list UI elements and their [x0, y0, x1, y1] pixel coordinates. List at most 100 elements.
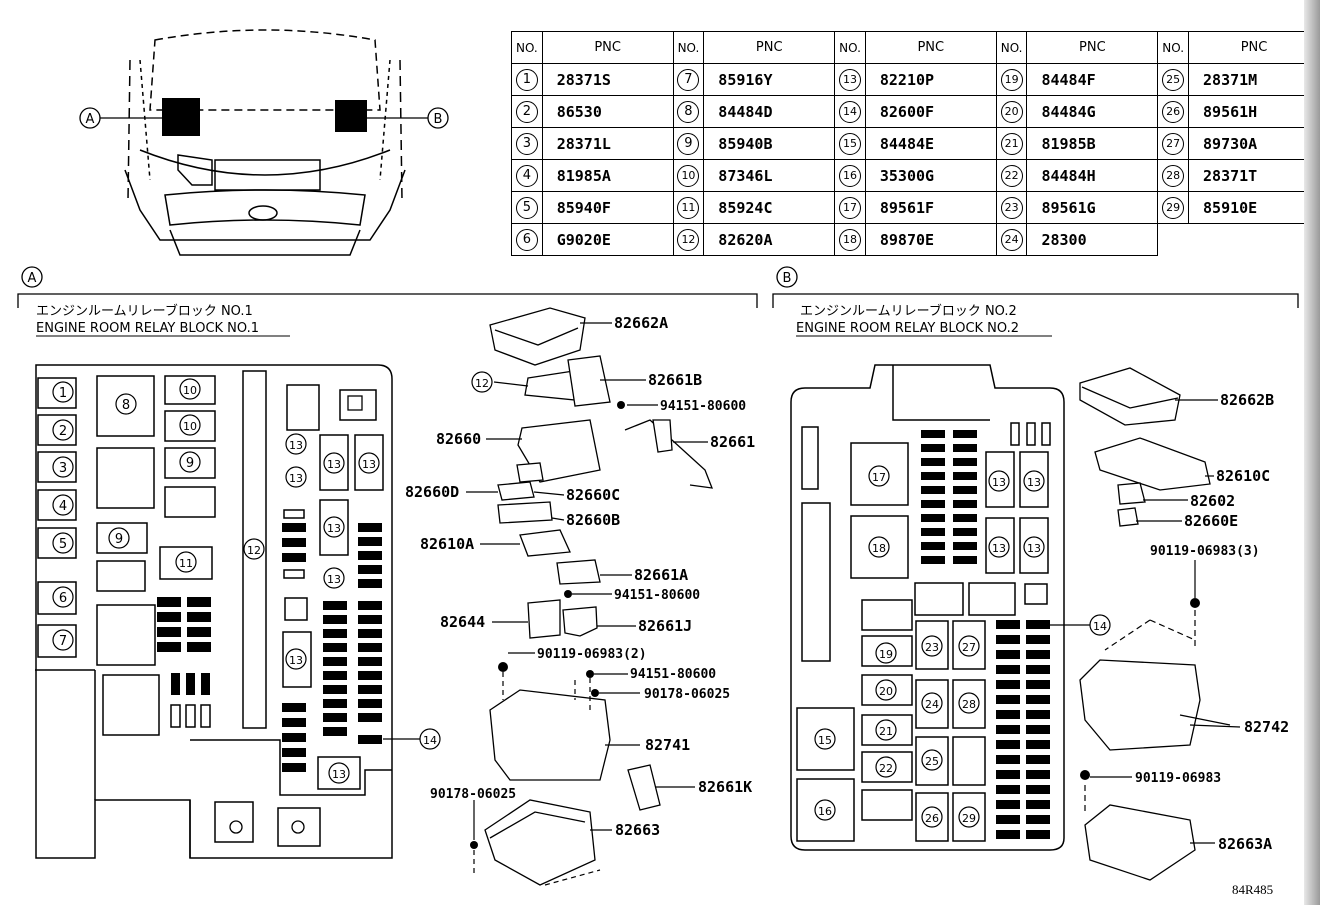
svg-text:9: 9 — [115, 532, 123, 547]
pnc-cell: 85924C — [703, 191, 836, 224]
item-number: 3 — [515, 132, 538, 155]
relay-block-1-layout — [35, 364, 393, 859]
relay-block-b-location — [335, 100, 367, 132]
pnc-cell: 89561G — [1026, 191, 1159, 224]
svg-text:82662B: 82662B — [1220, 391, 1274, 409]
item-number: 13 — [839, 68, 862, 91]
svg-text:3: 3 — [59, 461, 67, 476]
part-number-cell: 21 — [995, 127, 1028, 160]
pnc-cell: 84484H — [1026, 159, 1159, 192]
part-number-cell: 24 — [995, 223, 1028, 256]
svg-text:94151-80600: 94151-80600 — [614, 588, 700, 603]
svg-text:13: 13 — [992, 476, 1006, 489]
svg-text:13: 13 — [327, 573, 341, 586]
section-b-title-jp: エンジンルームリレーブロック NO.2 — [800, 303, 1017, 319]
svg-text:14: 14 — [423, 734, 437, 747]
item-number: 10 — [677, 164, 700, 187]
block-1-leader-lines — [466, 322, 708, 886]
svg-text:9: 9 — [186, 456, 194, 471]
item-number: 28 — [1162, 164, 1185, 187]
part-number-cell: 25 — [1157, 63, 1190, 96]
part-number-cell: 1 — [511, 63, 543, 96]
svg-text:19: 19 — [879, 648, 893, 661]
part-number-cell: 10 — [672, 159, 705, 192]
svg-text:8: 8 — [122, 398, 130, 413]
item-number: 29 — [1162, 196, 1185, 219]
pnc-cell: 84484F — [1026, 63, 1159, 96]
svg-text:27: 27 — [962, 641, 976, 654]
svg-text:82663: 82663 — [615, 821, 660, 839]
section-b-marker: B — [783, 271, 792, 286]
svg-text:10: 10 — [183, 420, 197, 433]
header-pnc: PNC — [703, 31, 836, 64]
pnc-cell: 84484E — [864, 127, 997, 160]
item-number: 1 — [515, 68, 538, 91]
svg-text:13: 13 — [1027, 542, 1041, 555]
part-number-cell: 26 — [1157, 95, 1190, 128]
part-number-cell: 3 — [511, 127, 543, 160]
part-number-cell: 11 — [672, 191, 705, 224]
part-number-cell: 8 — [672, 95, 705, 128]
item-number: 25 — [1162, 68, 1185, 91]
svg-text:26: 26 — [925, 812, 939, 825]
svg-text:82660B: 82660B — [566, 511, 620, 529]
svg-text:5: 5 — [59, 537, 67, 552]
part-number-cell: 22 — [995, 159, 1028, 192]
svg-text:82644: 82644 — [440, 613, 485, 631]
svg-text:28: 28 — [962, 698, 976, 711]
svg-text:13: 13 — [289, 472, 303, 485]
pnc-cell: 35300G — [864, 159, 997, 192]
pnc-cell: 89730A — [1188, 127, 1320, 160]
header-no: NO. — [995, 31, 1028, 64]
pnc-cell: 81985B — [1026, 127, 1159, 160]
part-number-cell: 29 — [1157, 191, 1190, 224]
item-number: 5 — [515, 196, 538, 219]
svg-text:90119-06983(3): 90119-06983(3) — [1150, 544, 1260, 559]
part-number-cell: 4 — [511, 159, 543, 192]
item-number: 12 — [677, 228, 700, 251]
section-b-title-en: ENGINE ROOM RELAY BLOCK NO.2 — [796, 321, 1019, 336]
drawing-code: 84R485 — [1232, 882, 1274, 897]
svg-text:21: 21 — [879, 725, 893, 738]
svg-text:82660E: 82660E — [1184, 512, 1238, 530]
svg-text:82661B: 82661B — [648, 371, 702, 389]
pnc-cell: 86530 — [541, 95, 674, 128]
item-number: 4 — [515, 164, 538, 187]
part-number-cell: 27 — [1157, 127, 1190, 160]
part-number-cell: 16 — [834, 159, 866, 192]
part-number-cell: 15 — [834, 127, 866, 160]
svg-text:82602: 82602 — [1190, 492, 1235, 510]
pnc-cell: 28300 — [1026, 223, 1159, 256]
header-pnc: PNC — [1188, 31, 1320, 64]
svg-text:7: 7 — [59, 634, 67, 649]
part-number-cell: 7 — [672, 63, 705, 96]
item-number: 22 — [1000, 164, 1023, 187]
relay-block-2-layout — [790, 364, 1065, 851]
part-number-cell: 28 — [1157, 159, 1190, 192]
item-number: 19 — [1000, 68, 1023, 91]
header-no: NO. — [834, 31, 866, 64]
svg-text:11: 11 — [179, 557, 193, 570]
svg-text:12: 12 — [247, 544, 261, 557]
relay-block-1-sockets — [229, 395, 363, 834]
block-1-exploded-parts — [484, 307, 714, 886]
pnc-cell: G9020E — [541, 223, 674, 256]
svg-text:1: 1 — [59, 386, 67, 401]
pnc-cell: 28371L — [541, 127, 674, 160]
svg-text:94151-80600: 94151-80600 — [630, 667, 716, 682]
block-2-exploded-parts — [1079, 367, 1231, 881]
svg-text:82660C: 82660C — [566, 486, 620, 504]
svg-text:13: 13 — [289, 439, 303, 452]
block-2-leader-lines — [1084, 399, 1241, 844]
svg-text:23: 23 — [925, 641, 939, 654]
pnc-cell: 28371T — [1188, 159, 1320, 192]
svg-text:90178-06025: 90178-06025 — [644, 687, 730, 702]
svg-text:90119-06983(2): 90119-06983(2) — [537, 647, 647, 662]
vehicle-marker-a: A — [86, 112, 95, 127]
svg-text:90119-06983: 90119-06983 — [1135, 771, 1221, 786]
part-number-cell: 14 — [834, 95, 866, 128]
item-number: 8 — [677, 100, 700, 123]
